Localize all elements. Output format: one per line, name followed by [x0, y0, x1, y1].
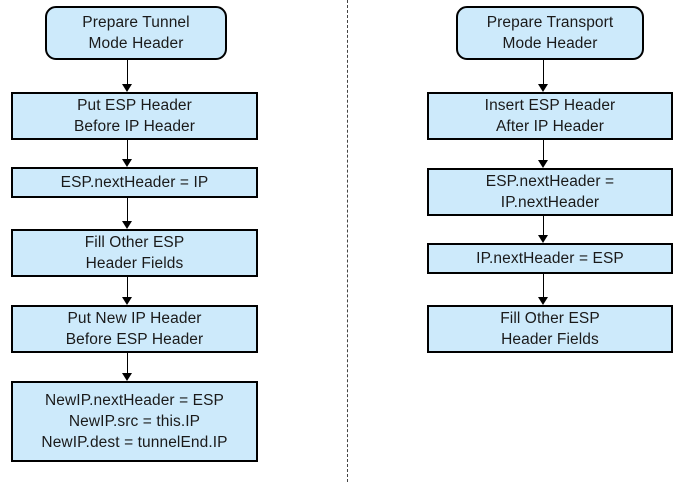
arrow-head-down-icon [538, 160, 548, 168]
node-insert-esp-header-after-ip-header[interactable]: Insert ESP Header After IP Header [427, 92, 673, 140]
arrow-transport-start-to-insert-esp [536, 60, 550, 92]
node-label: ESP.nextHeader = IP.nextHeader [485, 173, 615, 211]
node-esp-nextheader-equals-ip-nextheader[interactable]: ESP.nextHeader = IP.nextHeader [427, 168, 673, 216]
arrow-ip-nextheader-to-fill-other [536, 274, 550, 305]
node-put-esp-header-before-ip-header[interactable]: Put ESP Header Before IP Header [11, 92, 258, 140]
node-fill-other-esp-header-fields-tunnel[interactable]: Fill Other ESP Header Fields [11, 229, 258, 277]
arrow-put-esp-to-esp-nextheader [120, 140, 134, 167]
arrow-head-down-icon [122, 159, 132, 167]
node-label: Put New IP Header Before ESP Header [65, 310, 204, 348]
arrow-shaft [126, 198, 128, 222]
node-fill-other-esp-header-fields-transport[interactable]: Fill Other ESP Header Fields [427, 305, 673, 353]
arrow-shaft [542, 274, 544, 298]
arrow-head-down-icon [122, 221, 132, 229]
arrow-head-down-icon [538, 235, 548, 243]
node-label: Fill Other ESP Header Fields [500, 310, 600, 348]
arrow-shaft [126, 353, 128, 374]
arrow-head-down-icon [538, 84, 548, 92]
arrow-tunnel-start-to-put-esp [120, 60, 134, 92]
node-prepare-transport-mode-header[interactable]: Prepare Transport Mode Header [456, 6, 644, 60]
arrow-esp-nextheader-to-fill-other [120, 198, 134, 229]
arrow-head-down-icon [538, 297, 548, 305]
node-label: NewIP.nextHeader = ESP NewIP.src = this.… [41, 392, 228, 451]
node-ip-nextheader-equals-esp[interactable]: IP.nextHeader = ESP [427, 243, 673, 274]
arrow-shaft [542, 60, 544, 85]
arrow-shaft [542, 216, 544, 236]
node-label: Insert ESP Header After IP Header [484, 97, 616, 135]
node-label: IP.nextHeader = ESP [476, 250, 624, 267]
node-label: ESP.nextHeader = IP [60, 174, 209, 191]
arrow-shaft [126, 60, 128, 85]
arrow-head-down-icon [122, 373, 132, 381]
node-label: Prepare Transport Mode Header [486, 14, 614, 52]
arrow-shaft [126, 277, 128, 298]
column-divider [347, 0, 348, 482]
arrow-shaft [542, 140, 544, 161]
arrow-esp-nextheader-to-ip-nextheader [536, 216, 550, 243]
node-newip-header-field-assignments[interactable]: NewIP.nextHeader = ESP NewIP.src = this.… [11, 381, 258, 462]
node-esp-nextheader-equals-ip[interactable]: ESP.nextHeader = IP [11, 167, 258, 198]
node-put-new-ip-header-before-esp-header[interactable]: Put New IP Header Before ESP Header [11, 305, 258, 353]
arrow-head-down-icon [122, 84, 132, 92]
node-prepare-tunnel-mode-header[interactable]: Prepare Tunnel Mode Header [45, 6, 227, 60]
node-label: Put ESP Header Before IP Header [73, 97, 196, 135]
arrow-shaft [126, 140, 128, 160]
arrow-head-down-icon [122, 297, 132, 305]
arrow-put-new-ip-to-newip-fields [120, 353, 134, 381]
node-label: Fill Other ESP Header Fields [84, 234, 185, 272]
node-label: Prepare Tunnel Mode Header [82, 14, 190, 52]
arrow-fill-other-to-put-new-ip [120, 277, 134, 305]
arrow-insert-esp-to-esp-nextheader [536, 140, 550, 168]
